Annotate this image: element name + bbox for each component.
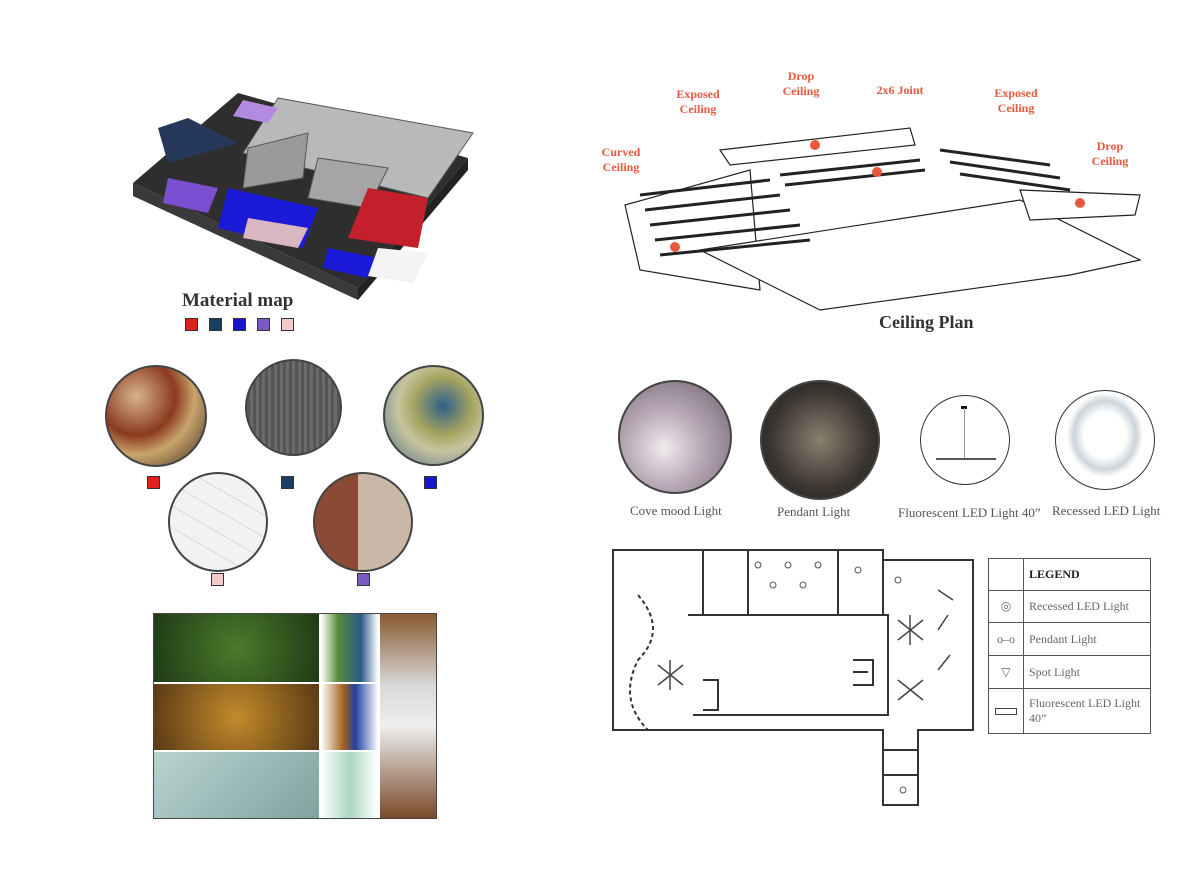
material-brick-wall bbox=[313, 472, 413, 572]
annotation-curved-ceiling: Curved Ceiling bbox=[601, 145, 641, 174]
legend-item-label: Fluorescent LED Light 40” bbox=[1023, 688, 1151, 734]
legend-item-label: Recessed LED Light bbox=[1023, 590, 1151, 623]
legend-item-label: Spot Light bbox=[1023, 655, 1151, 689]
recessed-light-photo bbox=[1055, 390, 1155, 490]
swatch-red bbox=[185, 318, 198, 331]
material-white-wood-floor bbox=[168, 472, 268, 572]
material-glass-mosaic bbox=[383, 365, 484, 466]
swatch-navy bbox=[281, 476, 294, 489]
material-mosaic-tile bbox=[105, 365, 207, 467]
recycled-glass-collage bbox=[153, 613, 437, 819]
recessed-icon: ◎ bbox=[988, 590, 1024, 623]
ceiling-plan-drawing bbox=[624, 127, 1142, 311]
swatch-blue bbox=[233, 318, 246, 331]
swatch-pink bbox=[281, 318, 294, 331]
spot-icon: ▽ bbox=[988, 655, 1024, 689]
amber-bottles-photo bbox=[321, 684, 378, 750]
glass-bag-photo bbox=[380, 614, 436, 818]
pendant-light-photo bbox=[760, 380, 880, 500]
swatch-red bbox=[147, 476, 160, 489]
fluorescent-light-photo bbox=[920, 395, 1010, 485]
green-bottles-photo bbox=[321, 614, 378, 682]
annotation-exposed-ceiling-right: Exposed Ceiling bbox=[994, 86, 1038, 115]
amber-glass-photo bbox=[154, 684, 319, 750]
3d-floor-model bbox=[133, 93, 474, 300]
cove-light-photo bbox=[618, 380, 732, 494]
swatch-purple bbox=[357, 573, 370, 586]
clear-glass-photo bbox=[154, 752, 319, 818]
green-glass-photo bbox=[154, 614, 319, 682]
material-map-title: Material map bbox=[182, 290, 294, 311]
legend-item-label: Pendant Light bbox=[1023, 622, 1151, 656]
annotation-drop-ceiling-top: Drop Ceiling bbox=[782, 69, 820, 98]
annotation-exposed-ceiling-left: Exposed Ceiling bbox=[676, 87, 720, 116]
cove-light-label: Cove mood Light bbox=[630, 503, 722, 518]
clear-bottles-photo bbox=[321, 752, 378, 818]
swatch-purple bbox=[257, 318, 270, 331]
swatch-blue bbox=[424, 476, 437, 489]
fluorescent-light-label: Fluorescent LED Light 40” bbox=[898, 505, 1041, 520]
pendant-icon: o–o bbox=[988, 622, 1024, 656]
swatch-navy bbox=[209, 318, 222, 331]
pendant-light-label: Pendant Light bbox=[777, 504, 851, 519]
ceiling-plan-title: Ceiling Plan bbox=[879, 312, 974, 332]
recessed-light-label: Recessed LED Light bbox=[1052, 503, 1161, 518]
material-grey-carpet bbox=[245, 359, 342, 456]
annotation-2x6-joint: 2x6 Joint bbox=[876, 83, 924, 97]
swatch-pink bbox=[211, 573, 224, 586]
annotation-drop-ceiling-right: Drop Ceiling bbox=[1091, 139, 1129, 168]
lighting-floor-plan bbox=[612, 549, 974, 806]
fluorescent-icon bbox=[988, 688, 1024, 734]
legend-title: LEGEND bbox=[1023, 558, 1151, 591]
